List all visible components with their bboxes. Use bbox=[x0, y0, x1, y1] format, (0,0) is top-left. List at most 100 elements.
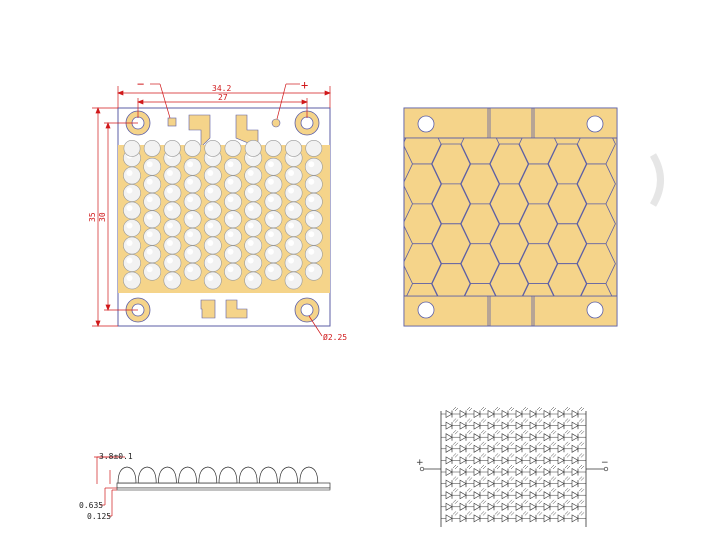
diode-symbol bbox=[529, 499, 543, 511]
led-lens bbox=[183, 245, 202, 264]
led-highlight bbox=[308, 248, 315, 255]
diode-symbol bbox=[445, 476, 459, 488]
diode-symbol bbox=[501, 488, 515, 500]
led-lens bbox=[143, 175, 162, 194]
led-lens bbox=[304, 262, 323, 281]
led-lens bbox=[123, 184, 141, 202]
top-strip-cell-middle bbox=[489, 107, 533, 139]
minus-leader bbox=[150, 83, 171, 119]
led-highlight bbox=[146, 266, 153, 273]
diode-symbol bbox=[445, 406, 459, 419]
led-array bbox=[123, 139, 323, 290]
top-view: 34.2 27 35 30 − bbox=[88, 77, 347, 342]
led-highlight bbox=[227, 248, 234, 255]
led-highlight bbox=[187, 213, 194, 220]
diode-symbol bbox=[543, 499, 557, 511]
led-lens bbox=[264, 192, 283, 211]
diode-symbol bbox=[529, 406, 543, 419]
diode-symbol bbox=[557, 418, 571, 430]
led-highlight bbox=[308, 196, 315, 203]
top-pad-right bbox=[235, 114, 259, 148]
led-highlight bbox=[247, 275, 254, 281]
diode-symbol bbox=[459, 499, 473, 511]
diode-symbol bbox=[557, 488, 571, 500]
plus-node bbox=[419, 466, 425, 472]
led-highlight bbox=[227, 266, 234, 273]
hole-diameter-leader bbox=[308, 315, 323, 337]
diode-symbol bbox=[543, 476, 557, 488]
led-lens bbox=[183, 210, 202, 229]
led-lens bbox=[244, 184, 263, 202]
led-highlight bbox=[166, 275, 173, 281]
diode-symbol bbox=[571, 499, 585, 511]
led-lens bbox=[224, 210, 242, 229]
diode-symbol bbox=[473, 406, 487, 419]
bottom-pad-left bbox=[200, 299, 216, 319]
side-board bbox=[116, 482, 331, 489]
bottom-pad-right bbox=[225, 299, 248, 319]
diode-symbol bbox=[501, 511, 515, 523]
led-highlight bbox=[126, 275, 133, 281]
diode-symbol bbox=[543, 488, 557, 500]
plus-label: + bbox=[301, 78, 308, 92]
diode-symbol bbox=[445, 511, 459, 523]
led-highlight bbox=[126, 170, 133, 176]
led-highlight bbox=[166, 187, 173, 194]
led-lens bbox=[264, 157, 283, 176]
led-highlight bbox=[267, 161, 274, 168]
schematic-minus-label: − bbox=[601, 458, 609, 468]
led-lens bbox=[143, 210, 162, 229]
diode-symbol bbox=[515, 499, 529, 511]
led-lens bbox=[264, 175, 283, 194]
board-thickness-label: 0.635 bbox=[79, 501, 103, 510]
led-highlight bbox=[227, 213, 234, 220]
led-lens bbox=[284, 236, 303, 255]
diode-symbol bbox=[459, 430, 473, 442]
led-lens bbox=[123, 139, 141, 157]
side-view: 3.8±0.1 0.635 0.125 bbox=[79, 452, 331, 521]
led-highlight bbox=[308, 266, 315, 273]
led-lens bbox=[203, 201, 222, 220]
led-lens bbox=[203, 166, 222, 185]
diode-symbol bbox=[557, 464, 571, 477]
diode-symbol bbox=[473, 453, 487, 465]
diode-symbol bbox=[473, 418, 487, 430]
diode-symbol bbox=[445, 418, 459, 430]
led-highlight bbox=[267, 196, 274, 203]
side-lens bbox=[279, 466, 298, 484]
side-lens-row bbox=[117, 466, 319, 484]
diode-symbol bbox=[571, 418, 585, 430]
diode-symbol bbox=[515, 406, 529, 419]
diode-symbol bbox=[473, 430, 487, 442]
led-lens bbox=[143, 227, 162, 246]
led-lens bbox=[183, 175, 202, 194]
diode-symbol bbox=[515, 430, 529, 442]
hex-pad bbox=[547, 263, 587, 296]
led-lens bbox=[183, 227, 202, 246]
diode-symbol bbox=[501, 476, 515, 488]
diode-symbol bbox=[557, 453, 571, 465]
diode-symbol bbox=[473, 441, 487, 453]
led-lens bbox=[143, 262, 162, 281]
led-highlight bbox=[126, 257, 133, 264]
diode-symbol bbox=[571, 453, 585, 465]
led-lens bbox=[203, 184, 222, 202]
led-highlight bbox=[308, 161, 315, 168]
led-highlight bbox=[187, 178, 194, 185]
led-highlight bbox=[126, 240, 133, 246]
led-highlight bbox=[166, 170, 173, 176]
diode-symbol bbox=[571, 511, 585, 523]
led-highlight bbox=[227, 161, 234, 168]
side-lens bbox=[299, 466, 319, 484]
diode-symbol bbox=[529, 488, 543, 500]
led-lens bbox=[123, 166, 141, 185]
led-highlight bbox=[288, 240, 295, 246]
led-highlight bbox=[227, 231, 234, 238]
diode-symbol bbox=[543, 406, 557, 419]
led-highlight bbox=[207, 205, 214, 211]
led-lens bbox=[304, 192, 323, 211]
diode-symbol bbox=[571, 406, 585, 419]
led-highlight bbox=[247, 170, 254, 176]
led-lens bbox=[244, 166, 263, 185]
